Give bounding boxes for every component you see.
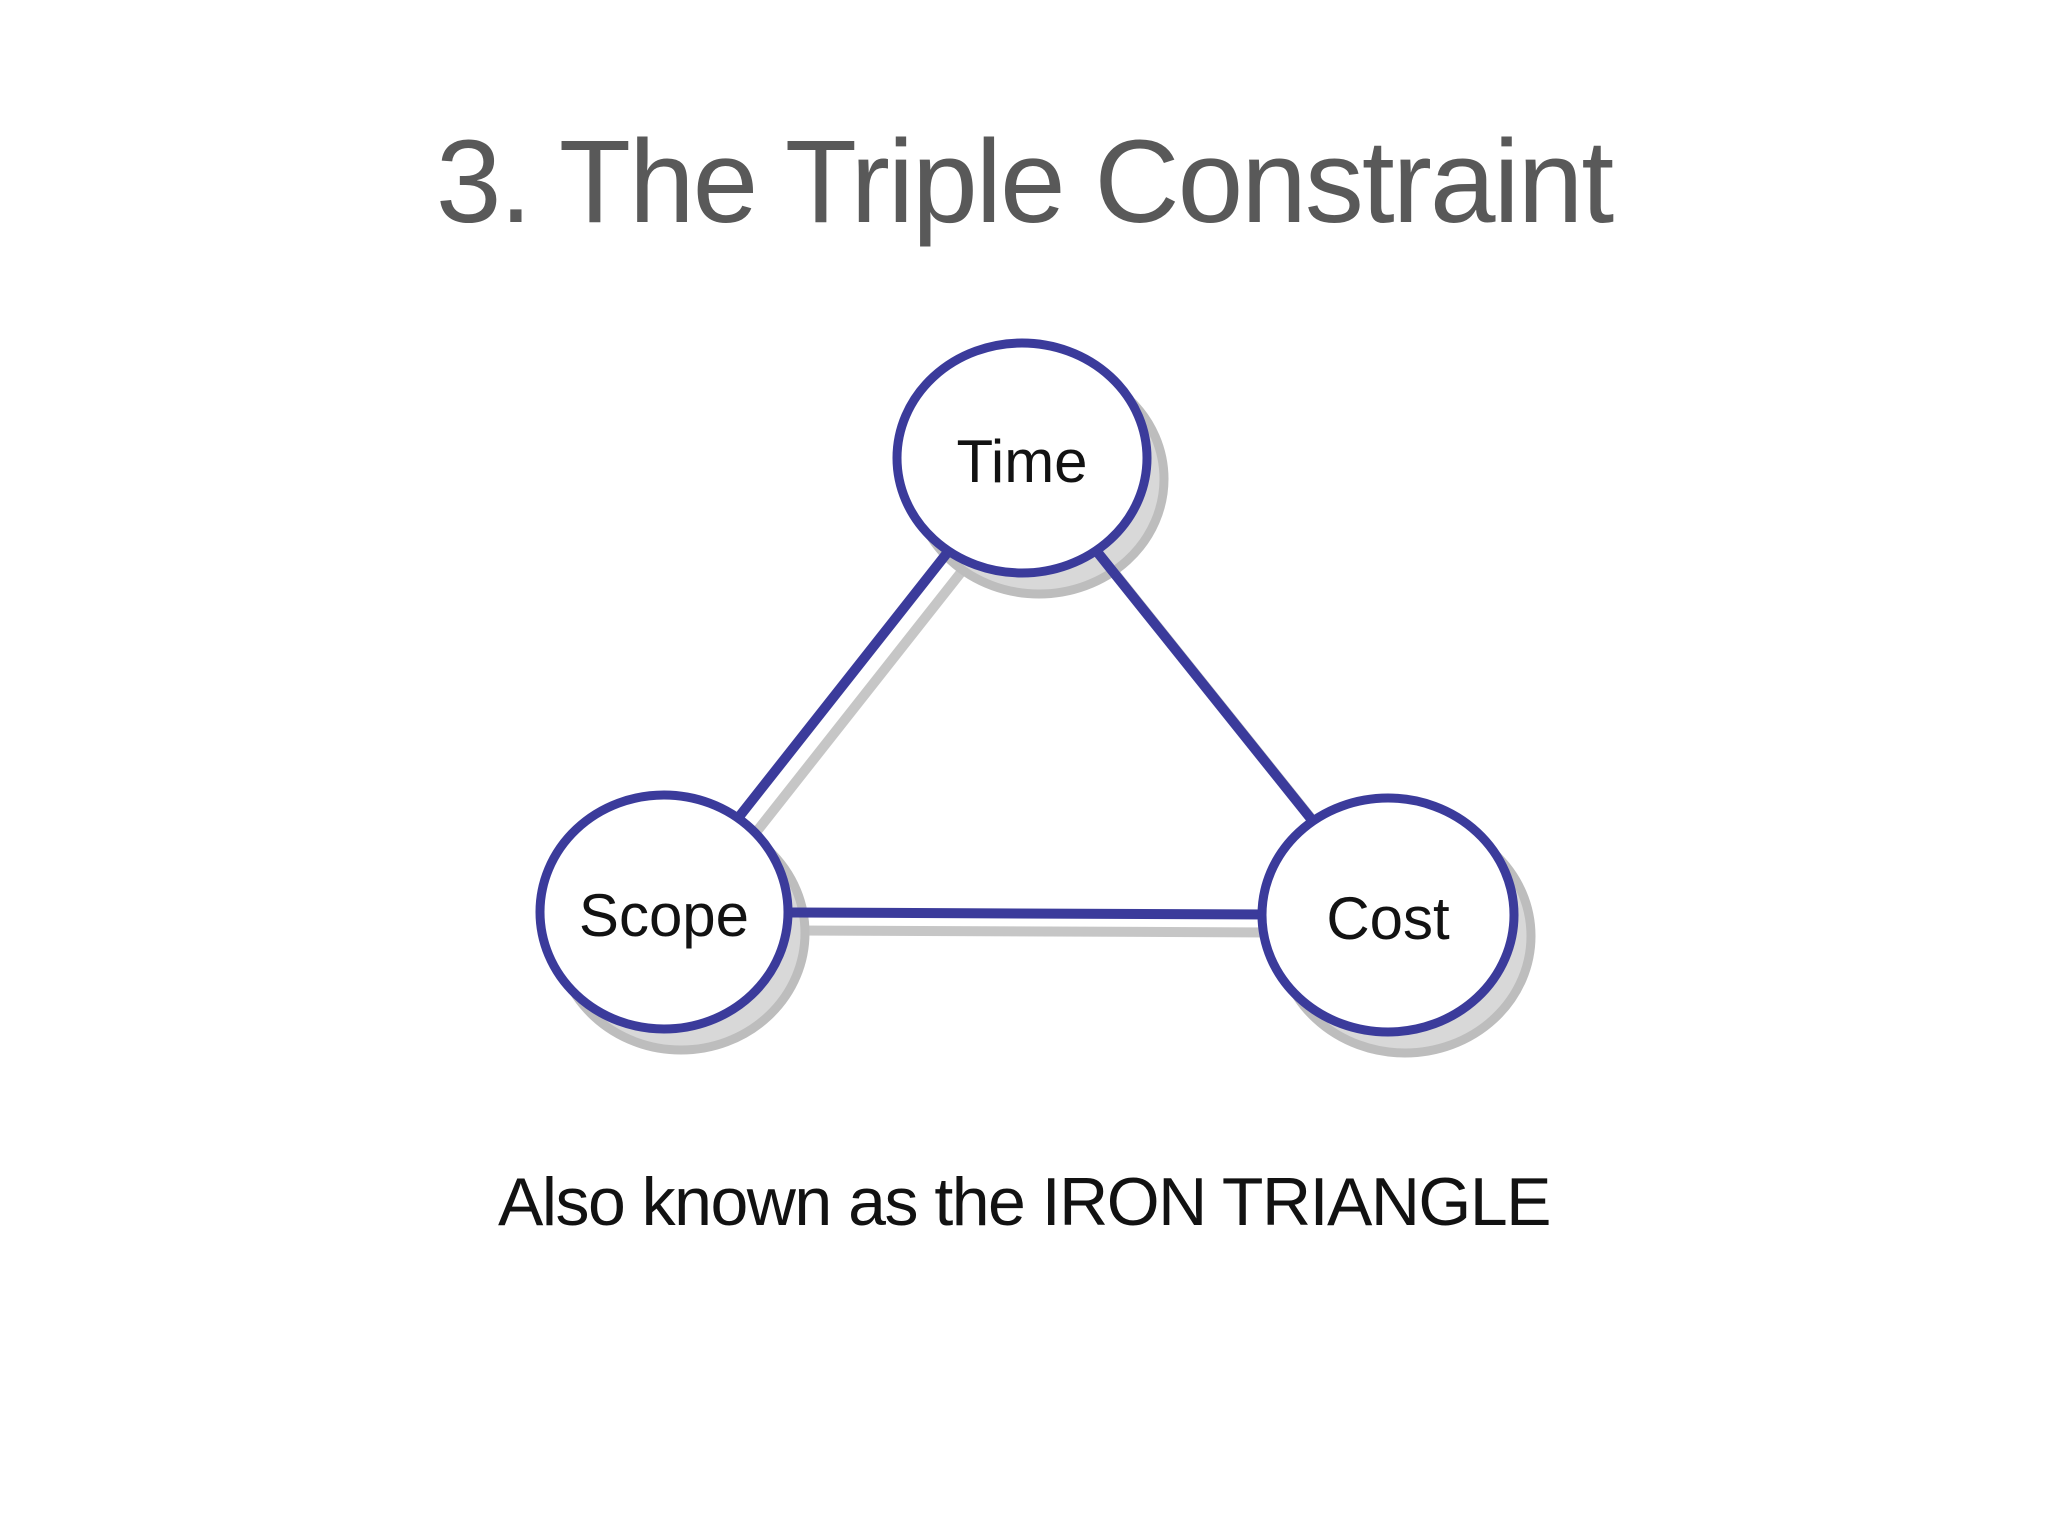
nodes: Time Scope Cost bbox=[535, 338, 1519, 1037]
node-circle-time bbox=[892, 338, 1152, 578]
node-circle-scope bbox=[535, 790, 793, 1034]
node-circle-cost bbox=[1257, 793, 1519, 1037]
node-label-cost: Cost bbox=[1326, 885, 1450, 952]
node-label-scope: Scope bbox=[579, 882, 749, 949]
slide-caption: Also known as the IRON TRIANGLE bbox=[498, 1164, 1552, 1240]
node-label-time: Time bbox=[956, 428, 1087, 495]
slide-title: 3. The Triple Constraint bbox=[435, 116, 1614, 248]
